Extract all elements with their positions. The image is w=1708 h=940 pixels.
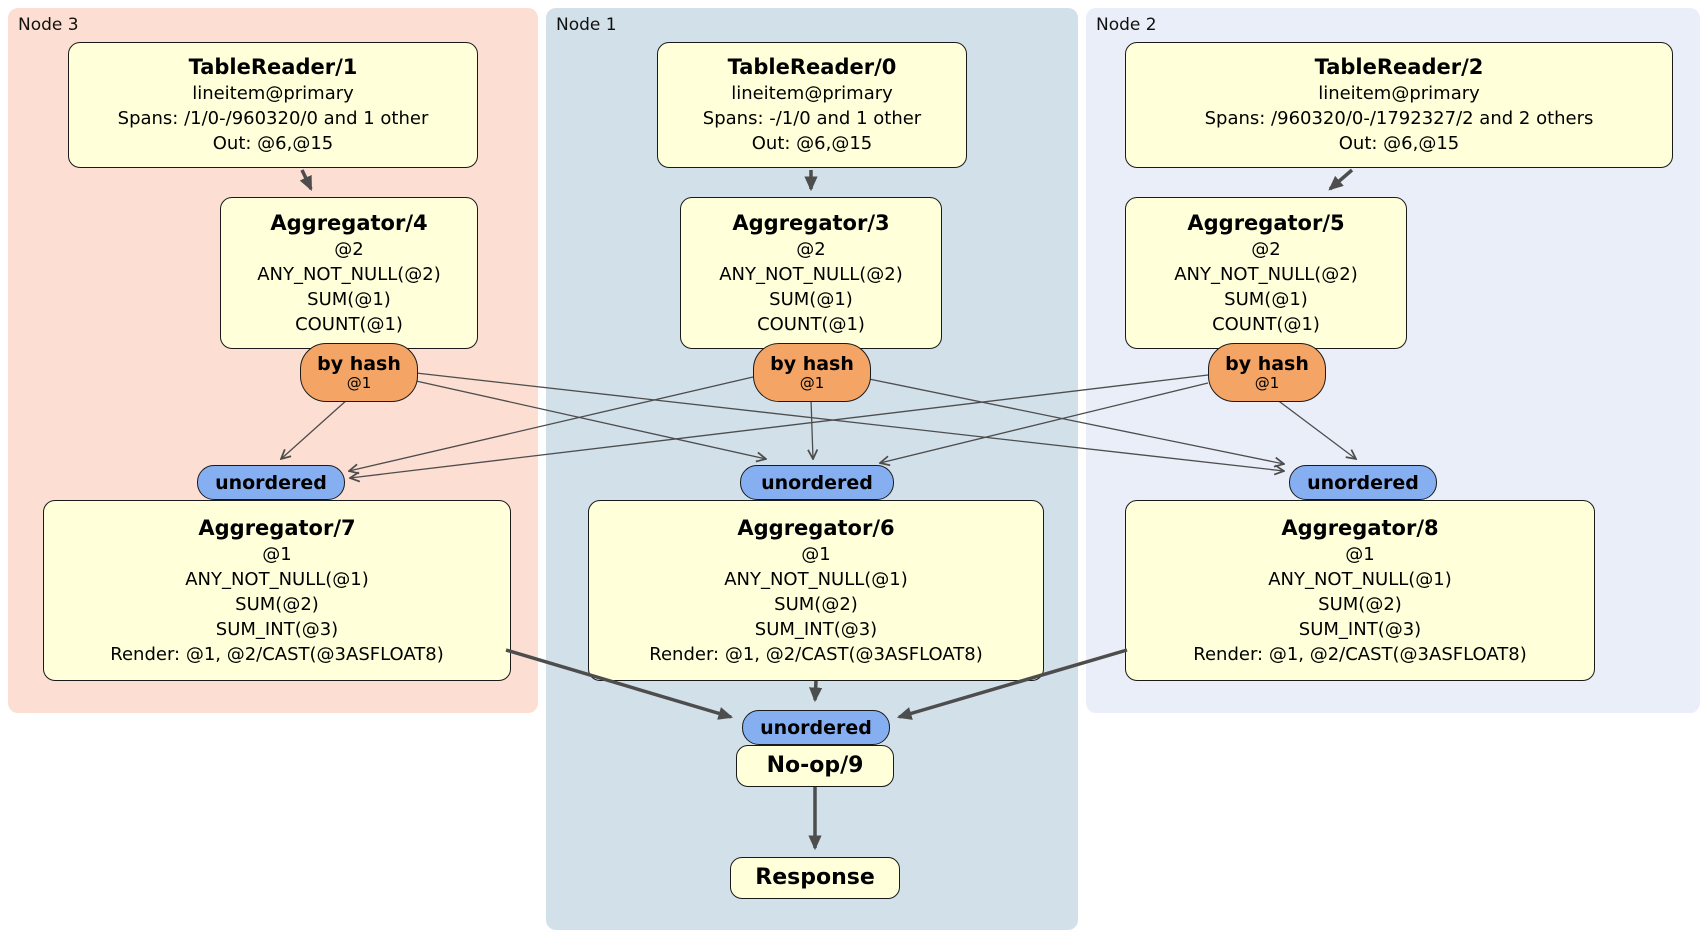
processor-line: @1 <box>262 543 292 565</box>
router-detail: @1 <box>799 374 825 392</box>
processor-title: Response <box>755 865 875 890</box>
router-detail: @1 <box>1254 374 1280 392</box>
processor-title: No-op/9 <box>766 753 864 778</box>
processor-line: SUM(@1) <box>1224 288 1308 310</box>
processor-line: ANY_NOT_NULL(@1) <box>185 568 369 590</box>
processor-line: COUNT(@1) <box>1212 313 1320 335</box>
processor-title: TableReader/2 <box>1314 55 1484 79</box>
processor-response: Response <box>730 857 900 899</box>
processor-line: @2 <box>796 238 826 260</box>
processor-line: Spans: -/1/0 and 1 other <box>702 108 922 129</box>
processor-title: TableReader/0 <box>727 55 897 79</box>
router-label: by hash <box>317 353 401 375</box>
processor-title: Aggregator/8 <box>1281 515 1439 540</box>
processor-aggregator4: Aggregator/4 @2 ANY_NOT_NULL(@2) SUM(@1)… <box>220 197 478 349</box>
processor-line: lineitem@primary <box>731 83 893 104</box>
router-label: by hash <box>770 353 854 375</box>
sync-unordered8: unordered <box>1289 465 1437 500</box>
processor-title: Aggregator/3 <box>732 210 890 235</box>
processor-line: @1 <box>801 543 831 565</box>
router-hash5: by hash @1 <box>1208 343 1326 402</box>
processor-line: Spans: /1/0-/960320/0 and 1 other <box>117 108 429 129</box>
processor-noop9: No-op/9 <box>736 745 894 787</box>
region-node3-label: Node 3 <box>18 15 79 35</box>
processor-line: COUNT(@1) <box>757 313 865 335</box>
processor-line: ANY_NOT_NULL(@2) <box>719 263 903 285</box>
processor-line: SUM(@2) <box>235 593 319 615</box>
processor-line: SUM(@1) <box>769 288 853 310</box>
processor-line: SUM_INT(@3) <box>1298 618 1422 640</box>
processor-aggregator6: Aggregator/6 @1 ANY_NOT_NULL(@1) SUM(@2)… <box>588 500 1044 681</box>
processor-line: ANY_NOT_NULL(@2) <box>1174 263 1358 285</box>
processor-title: TableReader/1 <box>188 55 358 79</box>
router-detail: @1 <box>346 374 372 392</box>
processor-title: Aggregator/6 <box>737 515 895 540</box>
processor-line: SUM(@1) <box>307 288 391 310</box>
region-node1-label: Node 1 <box>556 15 617 35</box>
processor-line: ANY_NOT_NULL(@1) <box>1268 568 1452 590</box>
processor-line: SUM_INT(@3) <box>215 618 339 640</box>
region-node2-label: Node 2 <box>1096 15 1157 35</box>
processor-title: Aggregator/4 <box>270 210 428 235</box>
processor-line: Out: @6,@15 <box>212 133 334 154</box>
processor-line: ANY_NOT_NULL(@1) <box>724 568 908 590</box>
processor-line: @1 <box>1345 543 1375 565</box>
router-label: by hash <box>1225 353 1309 375</box>
processor-line: Out: @6,@15 <box>751 133 873 154</box>
processor-line: lineitem@primary <box>192 83 354 104</box>
processor-line: @2 <box>334 238 364 260</box>
sync-unordered7: unordered <box>197 465 345 500</box>
processor-aggregator3: Aggregator/3 @2 ANY_NOT_NULL(@2) SUM(@1)… <box>680 197 942 349</box>
processor-tablereader0: TableReader/0 lineitem@primary Spans: -/… <box>657 42 967 168</box>
processor-line: Render: @1, @2/CAST(@3ASFLOAT8) <box>1193 643 1527 665</box>
processor-aggregator7: Aggregator/7 @1 ANY_NOT_NULL(@1) SUM(@2)… <box>43 500 511 681</box>
processor-line: SUM(@2) <box>1318 593 1402 615</box>
processor-aggregator5: Aggregator/5 @2 ANY_NOT_NULL(@2) SUM(@1)… <box>1125 197 1407 349</box>
processor-line: @2 <box>1251 238 1281 260</box>
processor-line: Spans: /960320/0-/1792327/2 and 2 others <box>1204 108 1594 129</box>
processor-line: lineitem@primary <box>1318 83 1480 104</box>
processor-line: SUM_INT(@3) <box>754 618 878 640</box>
router-hash4: by hash @1 <box>300 343 418 402</box>
processor-line: COUNT(@1) <box>295 313 403 335</box>
processor-title: Aggregator/5 <box>1187 210 1345 235</box>
sync-unordered-final: unordered <box>742 710 890 745</box>
processor-tablereader2: TableReader/2 lineitem@primary Spans: /9… <box>1125 42 1673 168</box>
processor-title: Aggregator/7 <box>198 515 356 540</box>
processor-line: Render: @1, @2/CAST(@3ASFLOAT8) <box>110 643 444 665</box>
processor-line: ANY_NOT_NULL(@2) <box>257 263 441 285</box>
processor-line: Out: @6,@15 <box>1338 133 1460 154</box>
sync-unordered6: unordered <box>740 465 894 500</box>
processor-line: SUM(@2) <box>774 593 858 615</box>
processor-aggregator8: Aggregator/8 @1 ANY_NOT_NULL(@1) SUM(@2)… <box>1125 500 1595 681</box>
router-hash3: by hash @1 <box>753 343 871 402</box>
processor-line: Render: @1, @2/CAST(@3ASFLOAT8) <box>649 643 983 665</box>
processor-tablereader1: TableReader/1 lineitem@primary Spans: /1… <box>68 42 478 168</box>
